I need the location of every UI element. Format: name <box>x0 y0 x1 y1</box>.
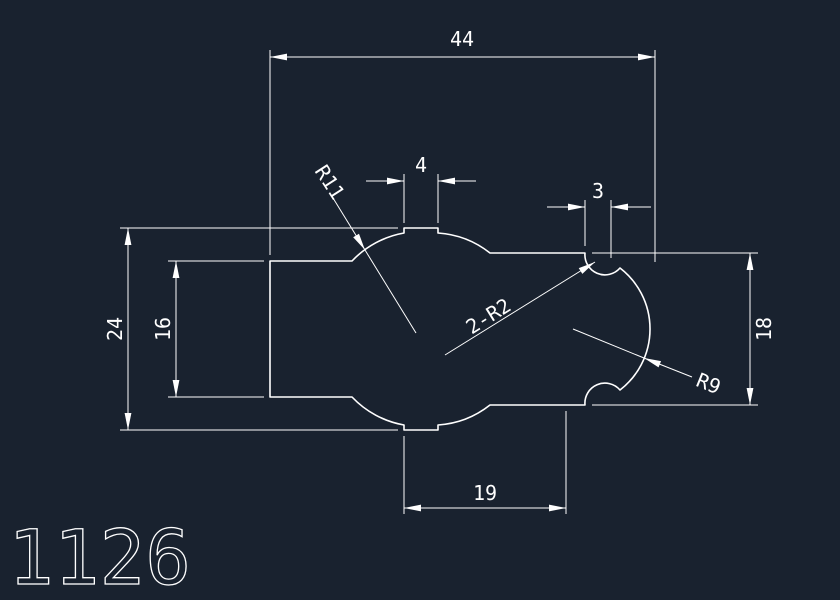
dim-44-label: 44 <box>450 27 474 51</box>
leader-line <box>332 197 366 251</box>
part-profile <box>269 227 651 431</box>
dim-4-label: 4 <box>415 153 427 177</box>
dimension-44: 44 <box>269 27 656 262</box>
leader-line <box>643 357 693 378</box>
dimension-18: 18 <box>592 252 776 406</box>
dimension-3: 3 <box>547 179 651 258</box>
leader-line <box>444 261 596 356</box>
leader-line <box>364 249 417 334</box>
dim-18-label: 18 <box>752 317 776 341</box>
dim-2r2-label: 2-R2 <box>462 293 516 339</box>
dim-16-label: 16 <box>151 317 175 341</box>
dimension-19: 19 <box>403 411 567 514</box>
leader-2r2: 2-R2 <box>444 261 596 356</box>
leader-r11: R11 <box>310 161 417 334</box>
dimension-4: 4 <box>366 153 476 223</box>
dim-r11-label: R11 <box>310 161 350 204</box>
dim-3-label: 3 <box>592 179 604 203</box>
drawing-number: 1126 <box>8 513 191 600</box>
dim-19-label: 19 <box>473 481 497 505</box>
dimension-16: 16 <box>151 260 264 398</box>
dim-24-label: 24 <box>103 317 127 341</box>
dim-r9-label: R9 <box>693 368 724 399</box>
leader-line <box>572 328 645 359</box>
